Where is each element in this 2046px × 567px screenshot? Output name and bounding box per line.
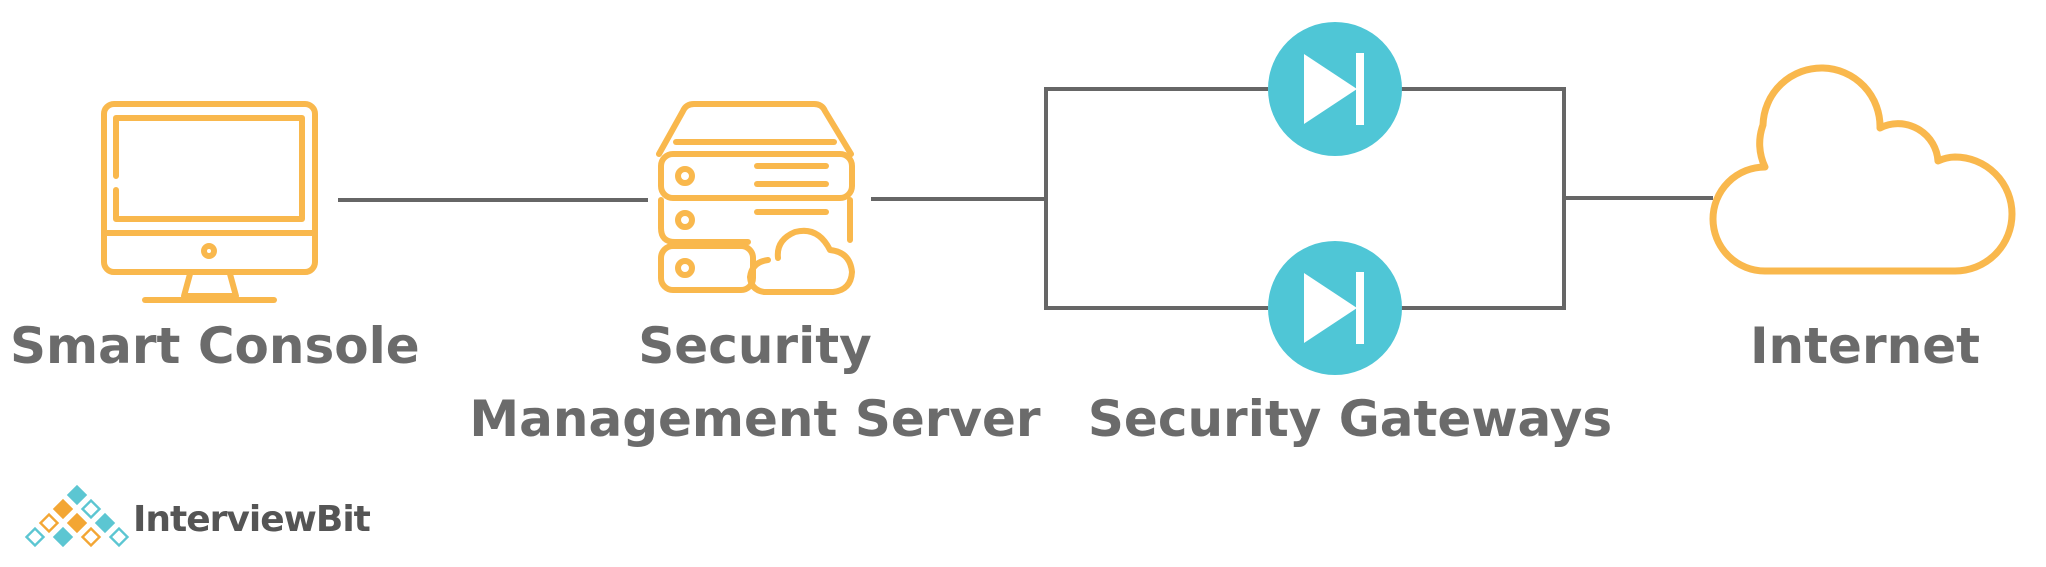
server-cloud-icon <box>656 101 855 295</box>
gateway-split-bus-left <box>1044 87 1268 310</box>
security-gateways-label-text: Security Gateways <box>1087 390 1613 448</box>
monitor-icon <box>101 101 318 303</box>
smart-console-label-text: Smart Console <box>10 317 420 375</box>
internet-label-text: Internet <box>1749 317 1981 375</box>
smart-console-label: Smart Console <box>10 310 420 383</box>
diode-gateway-icon <box>1268 22 1402 156</box>
internet-label: Internet <box>1715 310 2015 383</box>
security-management-server-label: Security Management Server <box>455 310 1055 456</box>
cloud-icon <box>1709 64 2016 275</box>
diamond-grid-logo-icon <box>24 484 130 548</box>
gateway-join-bus-right <box>1400 87 1566 310</box>
security-gateways-label: Security Gateways <box>1050 383 1650 456</box>
connection-lines <box>338 87 1713 310</box>
diode-gateway-icon <box>1268 241 1402 375</box>
security-management-server-label-line1: Security <box>638 317 872 375</box>
security-management-server-label-line2: Management Server <box>469 390 1041 448</box>
interviewbit-logo-text: InterviewBit <box>133 499 371 540</box>
